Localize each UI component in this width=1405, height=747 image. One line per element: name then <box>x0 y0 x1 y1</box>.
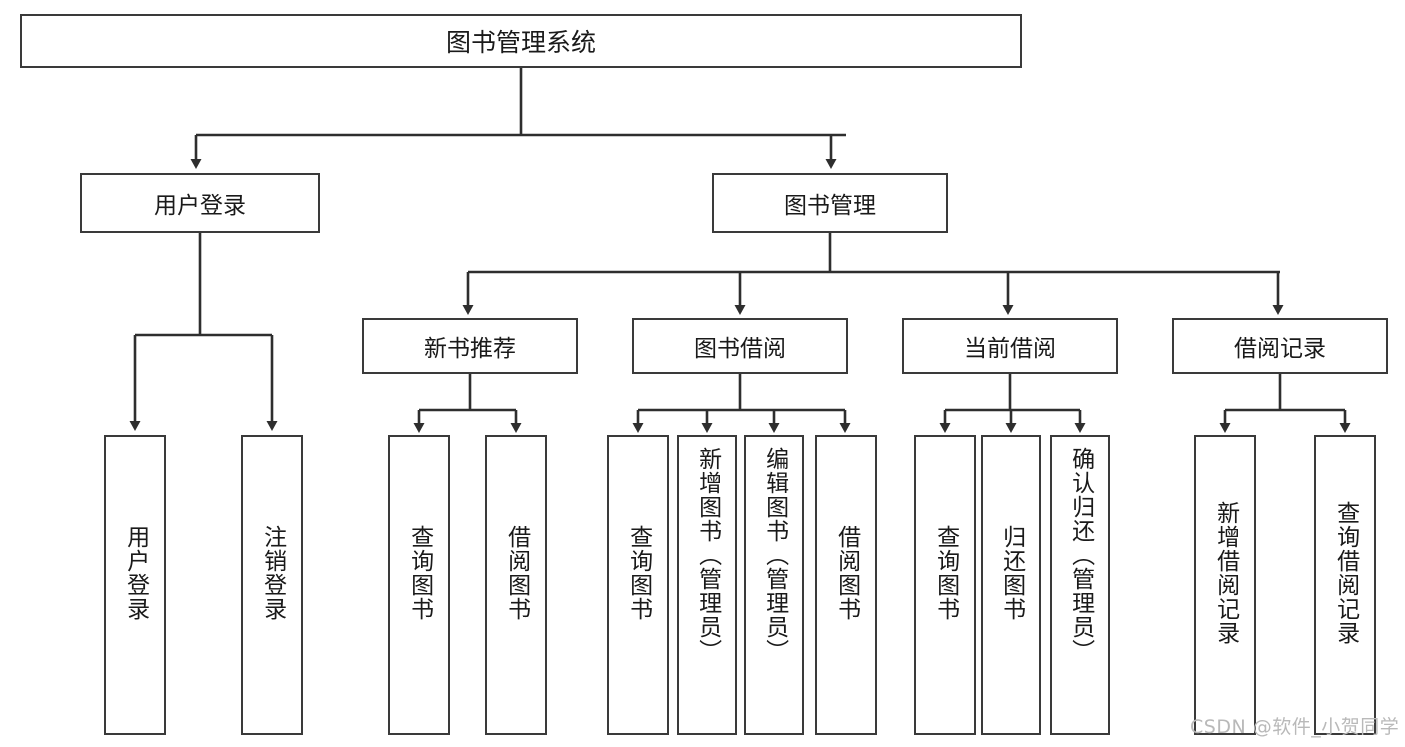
node-leaf-return-book[interactable]: 归还图书 <box>981 435 1041 735</box>
node-label: 查询图书 <box>932 525 959 621</box>
node-label: 借阅记录 <box>1234 336 1326 362</box>
node-label: 图书管理系统 <box>445 28 596 57</box>
node-label: 注销登录 <box>259 525 286 621</box>
node-label: 新增借阅记录 <box>1212 501 1239 645</box>
node-leaf-edit-book[interactable]: 编辑图书（管理员） <box>744 435 804 735</box>
watermark: CSDN @软件_小贺同学 <box>1190 716 1400 738</box>
node-book-management[interactable]: 图书管理 <box>712 173 948 233</box>
node-root-system[interactable]: 图书管理系统 <box>20 14 1022 68</box>
node-label: 图书管理 <box>784 193 876 219</box>
node-label: 用户登录 <box>154 193 246 219</box>
node-label: 用户登录 <box>122 525 149 621</box>
node-leaf-borrow-book-2[interactable]: 借阅图书 <box>815 435 877 735</box>
node-borrow-record[interactable]: 借阅记录 <box>1172 318 1388 374</box>
node-leaf-query-borrow-record[interactable]: 查询借阅记录 <box>1314 435 1376 735</box>
node-label: 编辑图书（管理员） <box>761 447 788 663</box>
node-leaf-add-borrow-record[interactable]: 新增借阅记录 <box>1194 435 1256 735</box>
node-leaf-add-book[interactable]: 新增图书（管理员） <box>677 435 737 735</box>
node-label: 归还图书 <box>998 525 1025 621</box>
node-label: 新增图书（管理员） <box>694 447 721 663</box>
node-leaf-user-login[interactable]: 用户登录 <box>104 435 166 735</box>
node-user-login[interactable]: 用户登录 <box>80 173 320 233</box>
node-leaf-confirm-return[interactable]: 确认归还（管理员） <box>1050 435 1110 735</box>
node-label: 借阅图书 <box>833 525 860 621</box>
node-label: 新书推荐 <box>424 336 516 362</box>
node-label: 借阅图书 <box>503 525 530 621</box>
node-label: 查询借阅记录 <box>1332 501 1359 645</box>
node-book-borrow[interactable]: 图书借阅 <box>632 318 848 374</box>
node-leaf-query-book-current[interactable]: 查询图书 <box>914 435 976 735</box>
node-leaf-query-book-new[interactable]: 查询图书 <box>388 435 450 735</box>
node-label: 查询图书 <box>406 525 433 621</box>
node-leaf-user-logout[interactable]: 注销登录 <box>241 435 303 735</box>
node-label: 图书借阅 <box>694 336 786 362</box>
node-new-book-recommend[interactable]: 新书推荐 <box>362 318 578 374</box>
node-current-borrow[interactable]: 当前借阅 <box>902 318 1118 374</box>
node-leaf-borrow-book-new[interactable]: 借阅图书 <box>485 435 547 735</box>
node-leaf-query-book-borrow[interactable]: 查询图书 <box>607 435 669 735</box>
node-label: 当前借阅 <box>964 336 1056 362</box>
node-label: 确认归还（管理员） <box>1067 447 1094 663</box>
node-label: 查询图书 <box>625 525 652 621</box>
